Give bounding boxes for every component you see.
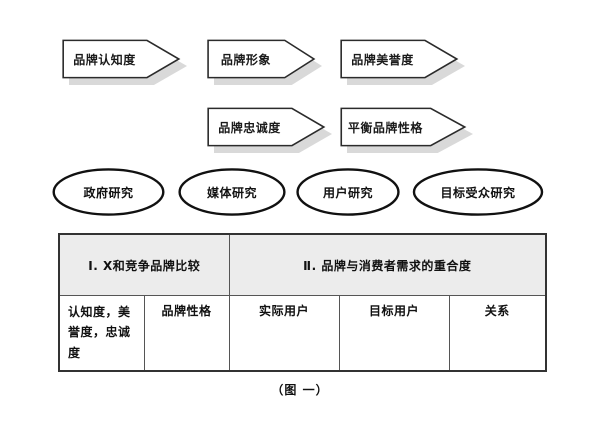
flow-arrow-label: 品牌形象: [220, 52, 271, 67]
table-cell-relationship: 关系: [448, 295, 547, 372]
flow-arrow-brand-awareness: 品牌认知度: [62, 40, 187, 85]
arrow-outline: [340, 108, 466, 146]
research-node-media: 媒体研究: [178, 168, 286, 216]
comparison-matrix-table: Ⅰ. X和竞争品牌比较 Ⅱ. 品牌与消费者需求的重合度 认知度，美誉度，忠诚度 …: [58, 233, 548, 372]
research-node-label: 目标受众研究: [440, 185, 516, 200]
flow-arrow-label: 品牌认知度: [73, 52, 136, 67]
flow-arrow-balanced-brand-personality: 平衡品牌性格: [340, 108, 473, 153]
research-node-target-audience: 目标受众研究: [412, 168, 544, 216]
flow-arrow-brand-image: 品牌形象: [207, 40, 322, 85]
flow-arrow-label: 平衡品牌性格: [347, 120, 423, 135]
table-header-cell-2: Ⅱ. 品牌与消费者需求的重合度: [228, 233, 547, 296]
flow-arrow-label: 品牌忠诚度: [218, 120, 281, 135]
table-cell-awareness-reputation-loyalty: 认知度，美誉度，忠诚度: [58, 295, 145, 372]
flow-arrow-label: 品牌美誉度: [351, 52, 414, 67]
table-header-cell-1: Ⅰ. X和竞争品牌比较: [58, 233, 230, 296]
flow-arrow-brand-reputation: 品牌美誉度: [340, 40, 465, 85]
arrow-outline: [207, 108, 325, 146]
arrow-outline: [340, 40, 458, 78]
research-node-label: 政府研究: [83, 185, 134, 200]
arrow-outline: [62, 40, 180, 78]
research-node-label: 用户研究: [322, 185, 373, 200]
figure-caption: （图 一）: [271, 383, 329, 397]
table-header-row: Ⅰ. X和竞争品牌比较 Ⅱ. 品牌与消费者需求的重合度: [58, 233, 547, 296]
table-cell-actual-users: 实际用户: [228, 295, 340, 372]
research-node-government: 政府研究: [52, 168, 165, 216]
flow-arrow-brand-loyalty: 品牌忠诚度: [207, 108, 332, 153]
arrow-outline: [207, 40, 315, 78]
table-row: 认知度，美誉度，忠诚度 品牌性格 实际用户 目标用户 关系: [58, 295, 547, 372]
table-cell-brand-personality: 品牌性格: [143, 295, 230, 372]
table-cell-target-users: 目标用户: [338, 295, 450, 372]
research-node-label: 媒体研究: [206, 185, 257, 200]
research-node-user: 用户研究: [296, 168, 400, 216]
